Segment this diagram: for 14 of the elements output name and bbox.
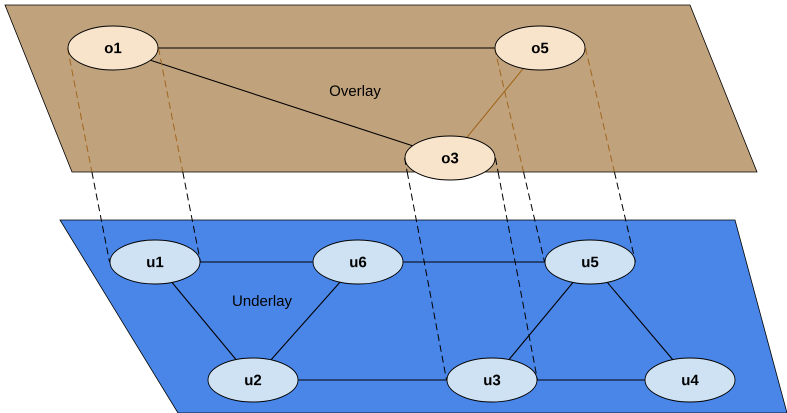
link-line: [466, 68, 524, 138]
link-line: [150, 60, 412, 146]
link-line: [508, 282, 574, 360]
link-line: [537, 379, 645, 381]
link-line: [403, 261, 545, 263]
projection-line: [494, 48, 636, 262]
link-line: [607, 282, 673, 360]
link-line: [298, 379, 447, 381]
link-line: [200, 261, 313, 263]
projection-line: [67, 48, 201, 262]
link-line: [158, 47, 495, 49]
link-line: [270, 282, 340, 360]
link-line: [172, 282, 236, 360]
projection-line: [404, 158, 538, 380]
